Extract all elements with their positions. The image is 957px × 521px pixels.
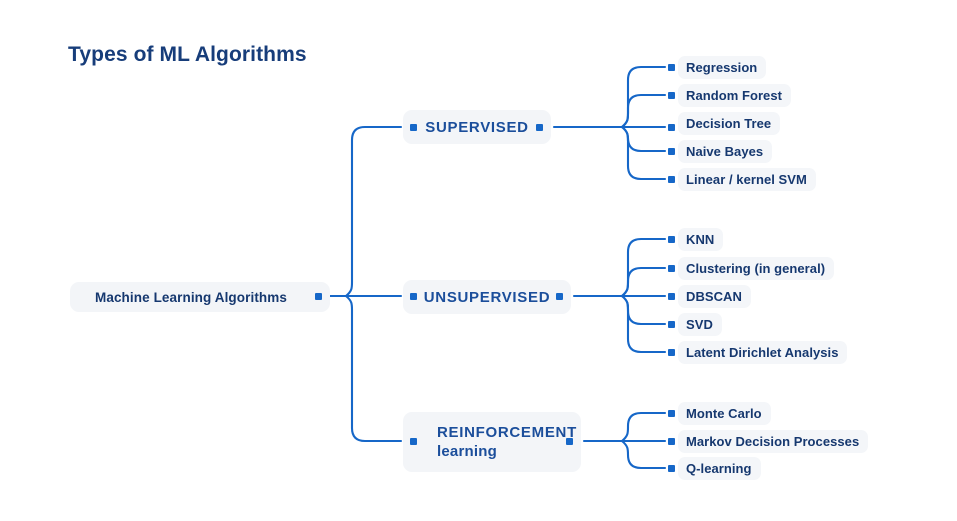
connector-root-to-reinforcement <box>344 294 403 443</box>
monte-carlo-connector-dot <box>668 409 675 417</box>
category-label-reinforcement-line1: REINFORCEMENT <box>437 424 577 441</box>
connector-supervised-to-linear-svm <box>620 125 667 181</box>
leaf-label-clustering: Clustering (in general) <box>686 261 826 276</box>
leaf-label-random-forest: Random Forest <box>686 88 782 103</box>
connector-supervised-to-random-forest <box>620 93 667 129</box>
latent-dirichlet-analysis-connector-dot <box>668 348 675 356</box>
leaf-label-knn: KNN <box>686 232 715 247</box>
connector-reinforcement-to-qlearning <box>620 439 667 470</box>
leaf-node-svd[interactable]: SVD <box>678 313 722 336</box>
leaf-label-latent-dirichlet-analysis: Latent Dirichlet Analysis <box>686 345 839 360</box>
leaf-node-random-forest[interactable]: Random Forest <box>678 84 791 107</box>
linear-kernel-svm-connector-dot <box>668 175 675 183</box>
supervised-right-connector-dot <box>536 123 543 131</box>
root-node[interactable]: Machine Learning Algorithms <box>70 282 330 312</box>
connector-unsupervised-to-svd <box>620 294 667 326</box>
leaf-node-decision-tree[interactable]: Decision Tree <box>678 112 781 135</box>
leaf-node-naive-bayes[interactable]: Naive Bayes <box>678 140 773 163</box>
decision-tree-connector-dot <box>668 123 675 131</box>
markov-decision-processes-connector-dot <box>668 437 675 445</box>
category-label-reinforcement: REINFORCEMENT learning <box>437 423 576 461</box>
root-node-label: Machine Learning Algorithms <box>95 289 287 305</box>
clustering-connector-dot <box>668 264 675 272</box>
leaf-node-latent-dirichlet-analysis[interactable]: Latent Dirichlet Analysis <box>678 341 848 364</box>
unsupervised-right-connector-dot <box>556 292 563 300</box>
category-label-supervised: SUPERVISED <box>425 118 529 136</box>
unsupervised-left-connector-dot <box>410 292 417 300</box>
leaf-label-markov-decision-processes: Markov Decision Processes <box>686 434 860 449</box>
connector-reinforcement-to-monte-carlo <box>620 411 667 443</box>
leaf-label-dbscan: DBSCAN <box>686 289 742 304</box>
leaf-node-regression[interactable]: Regression <box>678 56 767 79</box>
connector-unsupervised-to-clustering <box>620 266 667 298</box>
leaf-label-decision-tree: Decision Tree <box>686 116 772 131</box>
category-node-unsupervised[interactable]: UNSUPERVISED <box>403 280 571 314</box>
connector-root-to-supervised <box>344 125 403 298</box>
connector-supervised-to-naive-bayes <box>620 125 667 153</box>
page-title: Types of ML Algorithms <box>68 43 307 66</box>
leaf-node-monte-carlo[interactable]: Monte Carlo <box>678 402 771 425</box>
reinforcement-left-connector-dot <box>410 437 417 445</box>
connector-unsupervised-to-lda <box>620 294 667 354</box>
leaf-label-linear-kernel-svm: Linear / kernel SVM <box>686 172 807 187</box>
leaf-label-q-learning: Q-learning <box>686 461 752 476</box>
root-node-connector-dot <box>315 292 322 300</box>
q-learning-connector-dot <box>668 464 675 472</box>
leaf-node-linear-kernel-svm[interactable]: Linear / kernel SVM <box>678 168 816 191</box>
category-label-unsupervised: UNSUPERVISED <box>423 288 551 306</box>
connector-unsupervised-to-knn <box>620 237 667 298</box>
leaf-node-knn[interactable]: KNN <box>678 228 724 251</box>
supervised-left-connector-dot <box>410 123 417 131</box>
category-label-reinforcement-line2: learning <box>437 443 497 460</box>
naive-bayes-connector-dot <box>668 147 675 155</box>
knn-connector-dot <box>668 235 675 243</box>
category-node-reinforcement[interactable]: REINFORCEMENT learning <box>403 412 581 472</box>
leaf-node-dbscan[interactable]: DBSCAN <box>678 285 751 308</box>
leaf-label-svd: SVD <box>686 317 713 332</box>
leaf-label-naive-bayes: Naive Bayes <box>686 144 764 159</box>
leaf-label-regression: Regression <box>686 60 758 75</box>
regression-connector-dot <box>668 63 675 71</box>
category-node-supervised[interactable]: SUPERVISED <box>403 110 551 144</box>
connector-supervised-to-regression <box>620 65 667 129</box>
random-forest-connector-dot <box>668 91 675 99</box>
svd-connector-dot <box>668 320 675 328</box>
leaf-node-clustering[interactable]: Clustering (in general) <box>678 257 835 280</box>
leaf-label-monte-carlo: Monte Carlo <box>686 406 762 421</box>
leaf-node-q-learning[interactable]: Q-learning <box>678 457 761 480</box>
leaf-node-markov-decision-processes[interactable]: Markov Decision Processes <box>678 430 869 453</box>
dbscan-connector-dot <box>668 292 675 300</box>
reinforcement-right-connector-dot <box>566 437 573 445</box>
